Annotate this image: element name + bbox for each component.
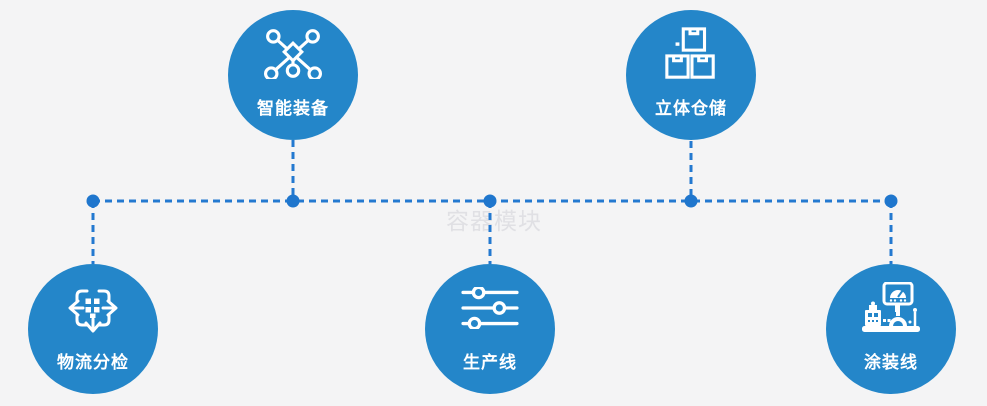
- stacked-boxes-icon: [626, 26, 756, 82]
- network-nodes-icon: [228, 26, 358, 82]
- control-console-icon: [826, 280, 956, 336]
- junction-dot: [286, 194, 300, 208]
- junction-dot: [884, 194, 898, 208]
- junction-dot: [86, 194, 100, 208]
- node-production-line[interactable]: 生产线: [425, 264, 555, 394]
- sliders-icon: [425, 280, 555, 336]
- node-stereo-warehouse[interactable]: 立体仓储: [626, 10, 756, 140]
- node-label: 智能装备: [257, 99, 329, 118]
- node-label: 涂装线: [864, 353, 918, 372]
- junction-dot: [684, 194, 698, 208]
- junction-dot: [483, 194, 497, 208]
- watermark-text: 容器模块: [446, 208, 542, 234]
- node-coating-line[interactable]: 涂装线: [826, 264, 956, 394]
- distribute-arrows-icon: [28, 280, 158, 336]
- node-logistics-sorting[interactable]: 物流分检: [28, 264, 158, 394]
- node-label: 立体仓储: [655, 99, 727, 118]
- node-smart-equipment[interactable]: 智能装备: [228, 10, 358, 140]
- node-label: 物流分检: [57, 353, 129, 372]
- node-label: 生产线: [463, 353, 517, 372]
